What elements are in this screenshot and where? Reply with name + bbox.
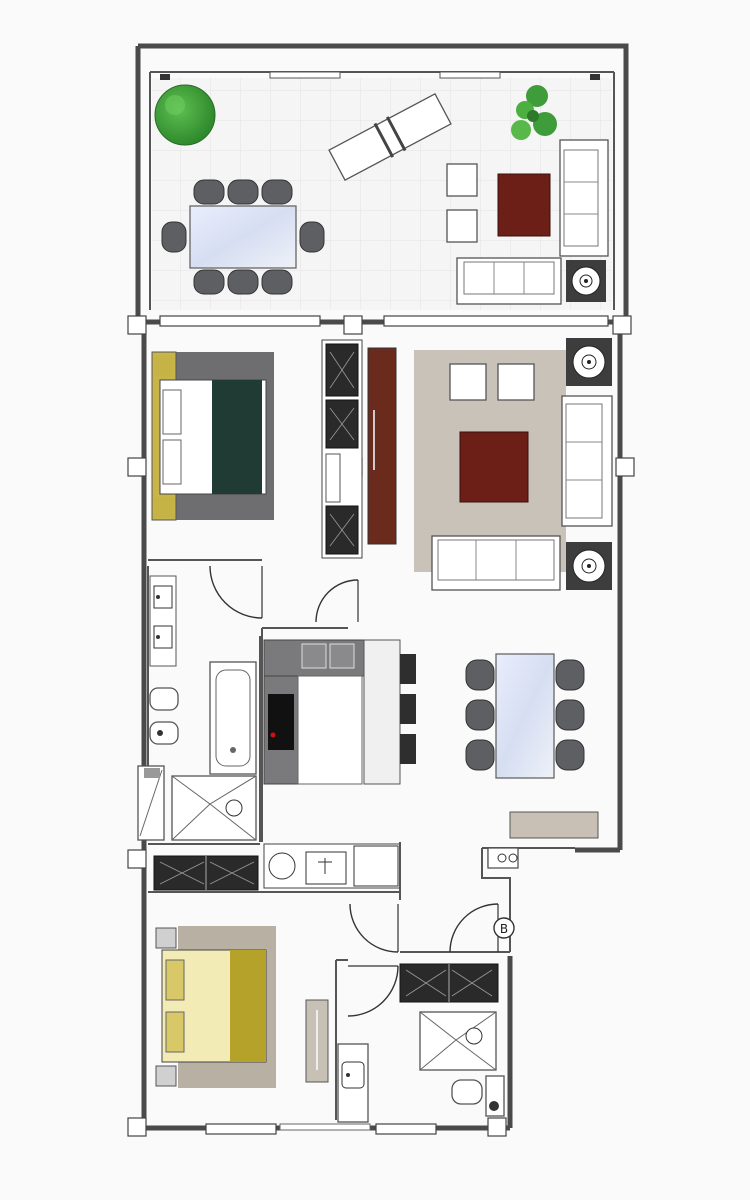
shower bbox=[171, 775, 257, 841]
terrace-lounge bbox=[446, 139, 609, 305]
coffee-table bbox=[459, 431, 529, 503]
terrace-sofa bbox=[559, 139, 609, 257]
door-swings bbox=[209, 565, 499, 1017]
bidet bbox=[149, 721, 179, 745]
living-sofa-bottom bbox=[431, 535, 561, 591]
plant-icon bbox=[511, 85, 557, 140]
terrace-sofa-2 bbox=[456, 257, 562, 305]
living-sofa-right bbox=[561, 395, 613, 527]
lamp-icon bbox=[566, 338, 612, 386]
shower bbox=[419, 1011, 497, 1071]
exterior-walls bbox=[141, 315, 623, 1135]
tree-icon bbox=[154, 84, 216, 146]
dining-area bbox=[465, 653, 599, 839]
bed bbox=[159, 379, 267, 495]
laundry-nook bbox=[487, 847, 519, 869]
entrance-marker: B bbox=[493, 917, 515, 939]
hall-wardrobe bbox=[153, 855, 259, 891]
bathroom-2 bbox=[337, 963, 505, 1123]
wardrobe bbox=[321, 339, 397, 559]
kitchen-island bbox=[363, 639, 401, 785]
toilet bbox=[149, 687, 179, 711]
sun-lounger bbox=[328, 92, 452, 182]
kitchen bbox=[261, 627, 416, 889]
bedroom-2 bbox=[155, 926, 329, 1088]
terrace-dining-set bbox=[161, 179, 325, 295]
lamp-icon bbox=[566, 260, 606, 302]
terrace-dining-table bbox=[189, 205, 297, 269]
master-bedroom bbox=[148, 351, 274, 561]
interior-walls bbox=[147, 566, 575, 1120]
bathroom-1 bbox=[137, 575, 257, 841]
lamp-icon bbox=[566, 542, 612, 590]
bathtub bbox=[209, 661, 257, 775]
toilet bbox=[451, 1079, 483, 1105]
marker-label: B bbox=[500, 922, 508, 936]
tv-unit bbox=[367, 347, 397, 545]
dining-table bbox=[495, 653, 555, 779]
sideboard bbox=[509, 811, 599, 839]
bed bbox=[161, 949, 267, 1063]
terrace-coffee-table bbox=[497, 173, 551, 237]
terrace bbox=[135, 43, 629, 318]
living-room bbox=[414, 338, 613, 591]
cooktop bbox=[268, 694, 294, 750]
